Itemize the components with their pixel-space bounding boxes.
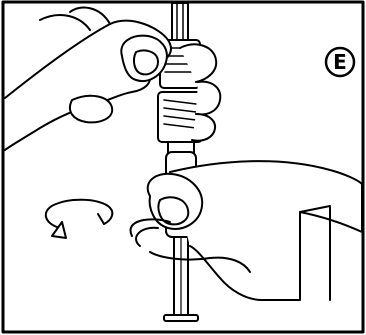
step-label: E — [324, 46, 356, 78]
rotate-arrow-icon — [46, 200, 113, 238]
